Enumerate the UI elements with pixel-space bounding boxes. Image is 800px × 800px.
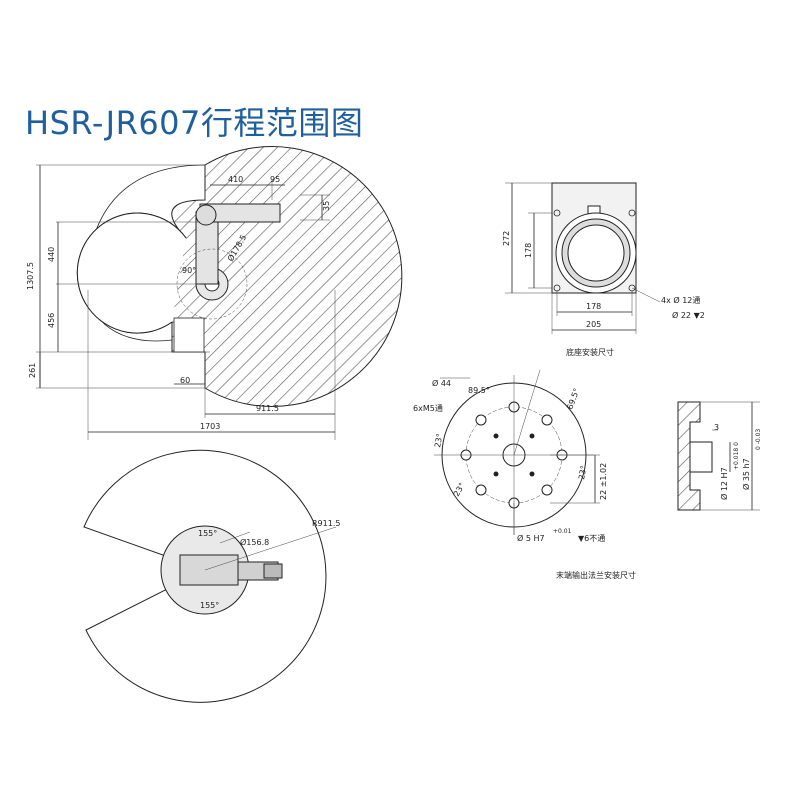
dim-155-top: 155° — [198, 529, 217, 538]
dim-35: 35 — [322, 201, 331, 211]
page-title: HSR-JR607行程范围图 — [25, 104, 364, 142]
flange-small-4 — [493, 471, 499, 477]
dim-911: 911.5 — [256, 404, 279, 413]
section-bore — [689, 441, 713, 473]
dim-tol-2: 0 -0.03 — [755, 429, 762, 450]
base-hole-tl — [553, 209, 561, 217]
dim-89: 89.5° — [468, 386, 490, 395]
flange-small-1 — [493, 433, 499, 439]
dim-44: Ø 44 — [432, 378, 451, 388]
dim-tol-1: +0.018 0 — [733, 442, 740, 470]
dim-22: 22 ±1.02 — [599, 463, 608, 500]
base-hole-tr — [628, 209, 636, 217]
flange-hole-8 — [475, 414, 487, 426]
dim-r911: R911.5 — [312, 519, 340, 528]
top-robot-body — [179, 554, 239, 586]
base-flange-inner — [567, 224, 625, 282]
top-robot-head — [263, 563, 283, 579]
side-envelope-inner — [76, 212, 187, 334]
dim-205: 205 — [586, 320, 601, 329]
robot-elbow — [195, 204, 217, 226]
dim-155-bottom: 155° — [200, 601, 219, 610]
flange-hole-6 — [475, 484, 487, 496]
dim-410: 410 — [228, 175, 243, 184]
dim-178-h: 178 — [586, 302, 601, 311]
flange-hole-4 — [541, 484, 553, 496]
flange-caption: 末端输出法兰安装尺寸 — [556, 570, 636, 580]
dim-1307: 1307.5 — [26, 262, 35, 290]
dim-23-a: 23° — [433, 433, 444, 449]
flange-hole-2 — [541, 414, 553, 426]
dim-156: Ø156.8 — [240, 537, 269, 547]
dim-12: Ø 12 H7 — [719, 467, 729, 500]
dim-272: 272 — [502, 231, 511, 246]
dim-60: 60 — [180, 376, 190, 385]
robot-wrist-arc — [176, 248, 248, 320]
dim-m5: 6xM5通 — [413, 403, 443, 413]
dim-261: 261 — [28, 363, 37, 378]
flange-small-3 — [529, 471, 535, 477]
dim-90: 90° — [182, 266, 196, 275]
dim-pin: Ø 5 H7 — [517, 533, 545, 543]
flange-small-2 — [529, 433, 535, 439]
dim-pin-depth: ▼6不通 — [578, 533, 605, 543]
robot-base — [173, 317, 205, 353]
dim-holes: 4x Ø 12通 — [661, 295, 700, 305]
dim-69: 69.5° — [565, 387, 581, 411]
section-diagram: 3 Ø 12 H7 Ø 35 h7 +0.018 0 0 -0.03 — [677, 401, 762, 511]
side-view-diagram: 1307.5 440 456 261 410 95 35 Ø178.5 90° … — [26, 146, 403, 440]
base-caption: 底座安装尺寸 — [566, 347, 614, 357]
dim-3: 3 — [714, 423, 719, 432]
dim-1703: 1703 — [200, 422, 220, 431]
top-view-diagram: 155° Ø156.8 R911.5 155° — [83, 449, 340, 703]
flange-diagram: Ø 44 89.5° 69.5° 6xM5通 23° 23° 23° 22 ±1… — [413, 369, 636, 580]
base-install-diagram: 272 178 178 205 4x Ø 12通 Ø 22 ▼2 底座安装尺寸 — [502, 182, 705, 357]
dim-cbore: Ø 22 ▼2 — [672, 310, 705, 320]
dim-440: 440 — [47, 247, 56, 262]
dim-pin-tol: +0.01 — [553, 528, 572, 535]
dim-456: 456 — [47, 313, 56, 328]
dim-95: 95 — [270, 175, 280, 184]
dim-178-v: 178 — [524, 243, 533, 258]
dim-23-b: 23° — [577, 465, 588, 481]
dim-35-h7: Ø 35 h7 — [741, 458, 751, 490]
